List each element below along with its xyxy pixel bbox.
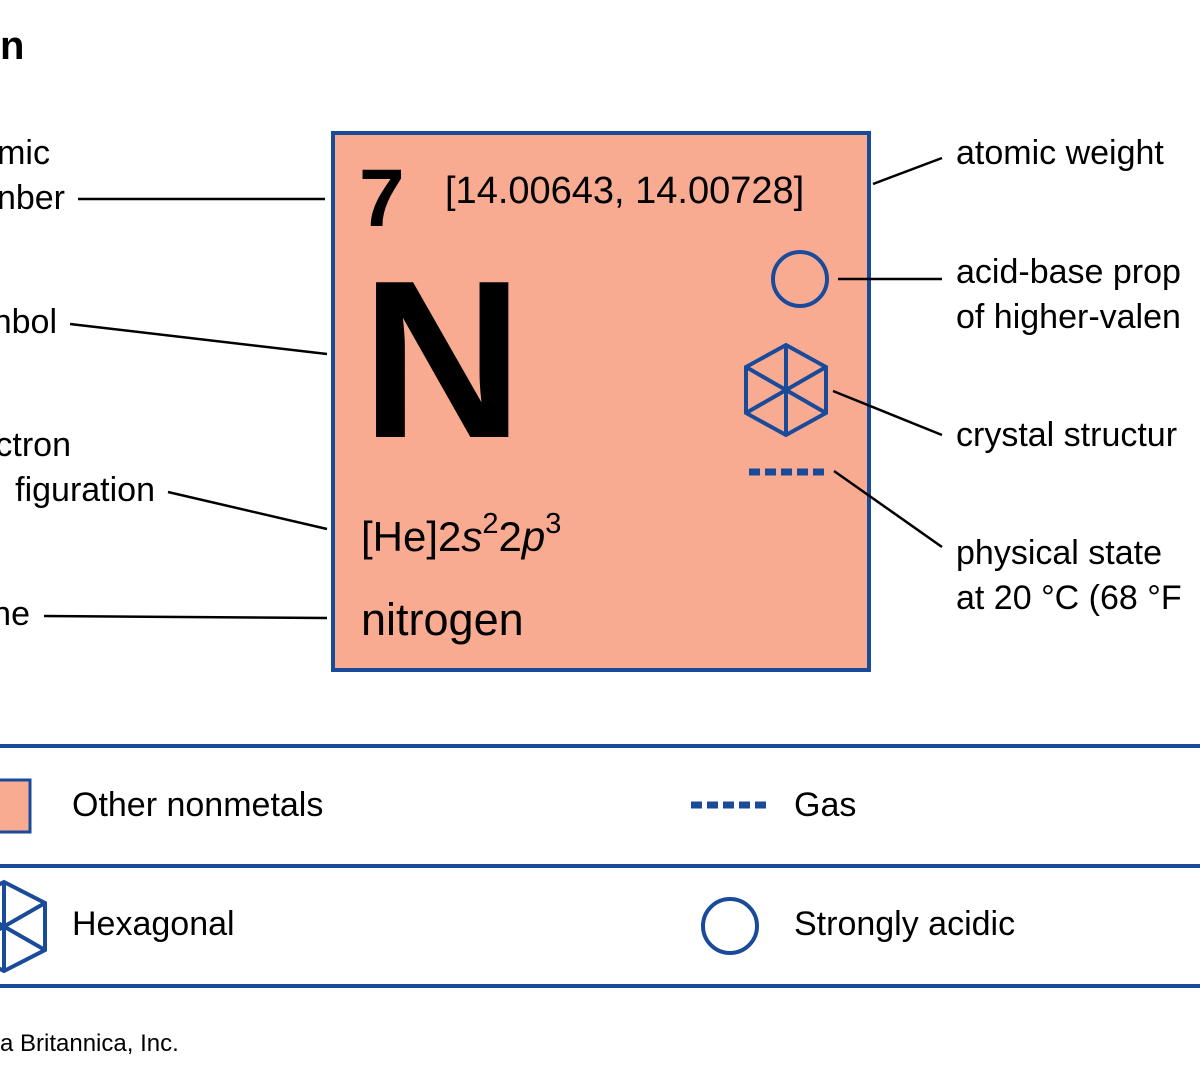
element-tile: 7 [14.00643, 14.00728] N [He]2s22p3 nitr…: [331, 131, 871, 672]
label-acid-base-line2: of higher-valen: [956, 298, 1181, 336]
label-electron-config-line1: ctron: [0, 426, 71, 464]
config-p-exponent: 3: [545, 508, 562, 540]
electron-configuration: [He]2s22p3: [361, 508, 562, 568]
leader-line-symbol: [69, 322, 328, 356]
legend-middle-divider: [0, 864, 1200, 868]
element-name: nitrogen: [361, 594, 524, 645]
config-s-exponent: 2: [482, 508, 499, 540]
label-acid-base-line1: acid-base prop: [956, 253, 1181, 291]
legend-hexagon-icon: [0, 879, 47, 974]
leader-line-crystal: [832, 389, 943, 437]
label-symbol: nbol: [0, 303, 57, 341]
credit-text: a Britannica, Inc.: [0, 1030, 179, 1057]
leader-line-name: [43, 614, 328, 620]
legend-top-divider: [0, 744, 1200, 748]
config-p: p: [521, 513, 546, 560]
label-atomic-weight: atomic weight: [956, 134, 1164, 172]
acid-base-circle-icon: [771, 250, 829, 308]
crystal-hexagon-icon: [744, 342, 828, 438]
atomic-number: 7: [359, 153, 405, 244]
leader-line-atomic-weight: [872, 156, 943, 186]
leader-line-physical-state: [833, 469, 943, 549]
page-title: n: [0, 24, 25, 68]
label-atomic-number-line1: mic: [0, 134, 50, 172]
element-symbol: N: [361, 233, 524, 485]
legend-category-label: Other nonmetals: [72, 786, 324, 824]
legend-swatch-icon: [0, 778, 32, 834]
config-s: s: [461, 513, 483, 560]
legend-crystal-label: Hexagonal: [72, 905, 235, 943]
label-atomic-number-line2: nber: [0, 179, 65, 217]
leader-lines: [43, 156, 943, 620]
legend-state-label: Gas: [794, 786, 857, 824]
label-physical-state-line2: at 20 °C (68 °F: [956, 579, 1182, 617]
legend-bottom-divider: [0, 984, 1200, 988]
legend-acid-base-label: Strongly acidic: [794, 905, 1016, 943]
label-electron-config-line2: figuration: [15, 471, 155, 509]
atomic-weight: [14.00643, 14.00728]: [445, 170, 805, 212]
legend-circle-icon: [701, 897, 759, 955]
label-name: ne: [0, 595, 30, 633]
label-physical-state-line1: physical state: [956, 534, 1162, 572]
leader-line-electron-config: [167, 490, 328, 531]
config-mid: 2: [498, 513, 522, 560]
config-prefix: [He]2: [361, 513, 462, 560]
label-crystal-structure: crystal structur: [956, 416, 1178, 454]
